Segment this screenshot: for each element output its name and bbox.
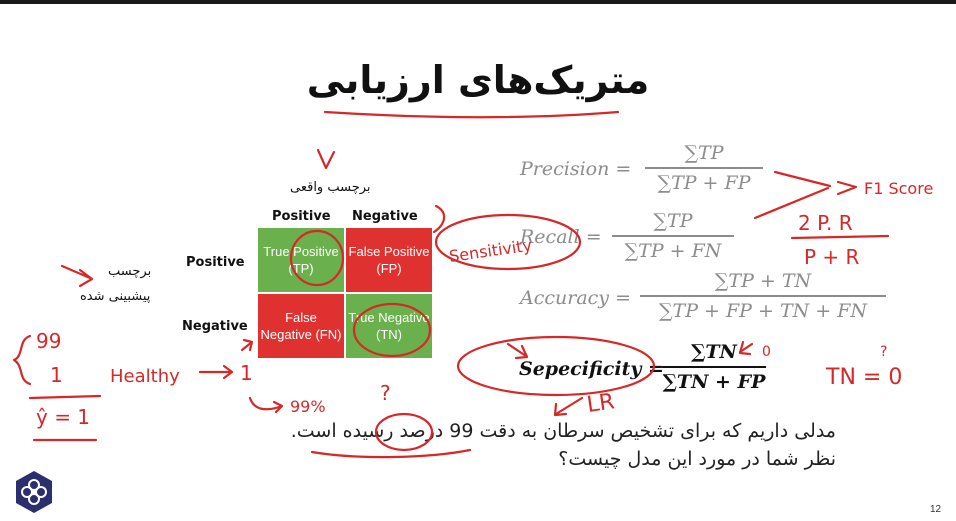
predicted-label-line2: پیشبینی شده xyxy=(80,289,151,304)
predicted-label-line1: برچسب xyxy=(108,264,152,279)
tn-question: ? xyxy=(880,344,887,360)
recall-denominator: ∑TP + FN xyxy=(624,239,722,262)
recall-label: Recall = xyxy=(520,226,602,248)
brace-left xyxy=(12,334,32,386)
precision-numerator: ∑TP xyxy=(684,142,724,164)
percent-text: 99% xyxy=(290,397,326,416)
one-text: 1 xyxy=(50,363,63,387)
recall-fraction: ∑TP ∑TP + FN xyxy=(612,210,734,262)
healthy-value: 1 xyxy=(240,361,253,385)
precision-label: Precision = xyxy=(520,158,632,180)
arrow-spec-left xyxy=(506,342,529,360)
arrow-percent xyxy=(248,396,284,414)
accuracy-denominator: ∑TP + FP + TN + FN xyxy=(658,299,868,322)
underline-question xyxy=(310,448,472,459)
top-bar xyxy=(0,0,956,4)
arrow-negative-col xyxy=(432,204,446,234)
arrow-matrix xyxy=(240,338,254,352)
actual-label: برچسب واقعی xyxy=(290,180,371,195)
accuracy-fraction: ∑TP + TN ∑TP + FP + TN + FN xyxy=(640,270,886,322)
arrow-to-f1-1 xyxy=(773,170,832,188)
specificity-fraction: ∑TN ∑TN + FP xyxy=(662,341,766,393)
yhat-text: ŷ = 1 xyxy=(36,405,90,429)
slide-title: متریک‌های ارزیابی xyxy=(306,58,650,102)
cell-false-positive: False Positive (FP) xyxy=(346,228,432,292)
precision-fraction: ∑TP ∑TP + FP xyxy=(645,142,763,194)
row-positive-label: Positive xyxy=(186,255,245,270)
accuracy-fraction-bar xyxy=(640,295,886,297)
title-underline xyxy=(323,110,620,119)
f1-denominator: P + R xyxy=(804,245,860,269)
row-negative-label: Negative xyxy=(182,319,248,334)
specificity-numerator: ∑TN xyxy=(691,341,737,363)
lr-text: LR xyxy=(585,389,616,418)
accuracy-numerator: ∑TP + TN xyxy=(714,270,812,292)
divider-left xyxy=(28,394,102,400)
specificity-fraction-bar xyxy=(662,366,766,368)
arrow-lr xyxy=(553,396,584,417)
specificity-denominator: ∑TN + FP xyxy=(662,370,766,393)
col-negative-label: Negative xyxy=(352,209,418,224)
recall-numerator: ∑TP xyxy=(653,210,693,232)
healthy-text: Healthy xyxy=(110,366,180,387)
precision-denominator: ∑TP + FP xyxy=(657,171,751,194)
flower-logo-icon xyxy=(16,471,52,513)
accuracy-label: Accuracy = xyxy=(520,287,631,309)
arrow-healthy xyxy=(198,364,234,380)
cell-false-negative: False Negative (FN) xyxy=(258,294,344,358)
f1-numerator: 2 P. R xyxy=(798,211,853,235)
page-number: 12 xyxy=(930,504,942,515)
arrow-actual xyxy=(316,148,336,170)
tn-zero-text: TN = 0 xyxy=(825,365,902,390)
recall-fraction-bar xyxy=(612,235,734,237)
question-line-1: مدلی داریم که برای تشخیص سرطان به دقت 99… xyxy=(290,420,836,442)
precision-fraction-bar xyxy=(645,167,763,169)
f1-fraction-bar xyxy=(790,234,890,240)
arrow-to-f1-head xyxy=(836,180,858,196)
col-positive-label: Positive xyxy=(272,209,331,224)
question-line-2: نظر شما در مورد این مدل چیست؟ xyxy=(558,448,836,470)
cell-true-negative: True Negative (TN) xyxy=(346,294,432,358)
confusion-matrix: True Positive (TP) False Positive (FP) F… xyxy=(258,228,432,358)
arrow-predicted xyxy=(60,264,94,288)
specificity-label: Sepecificity = xyxy=(519,358,664,380)
ninety-nine-text: 99 xyxy=(36,329,61,353)
f1-score-text: F1 Score xyxy=(864,179,933,198)
cell-true-positive: True Positive (TP) xyxy=(258,228,344,292)
arrow-to-f1-2 xyxy=(753,186,830,220)
question-mark-text: ? xyxy=(380,381,391,405)
